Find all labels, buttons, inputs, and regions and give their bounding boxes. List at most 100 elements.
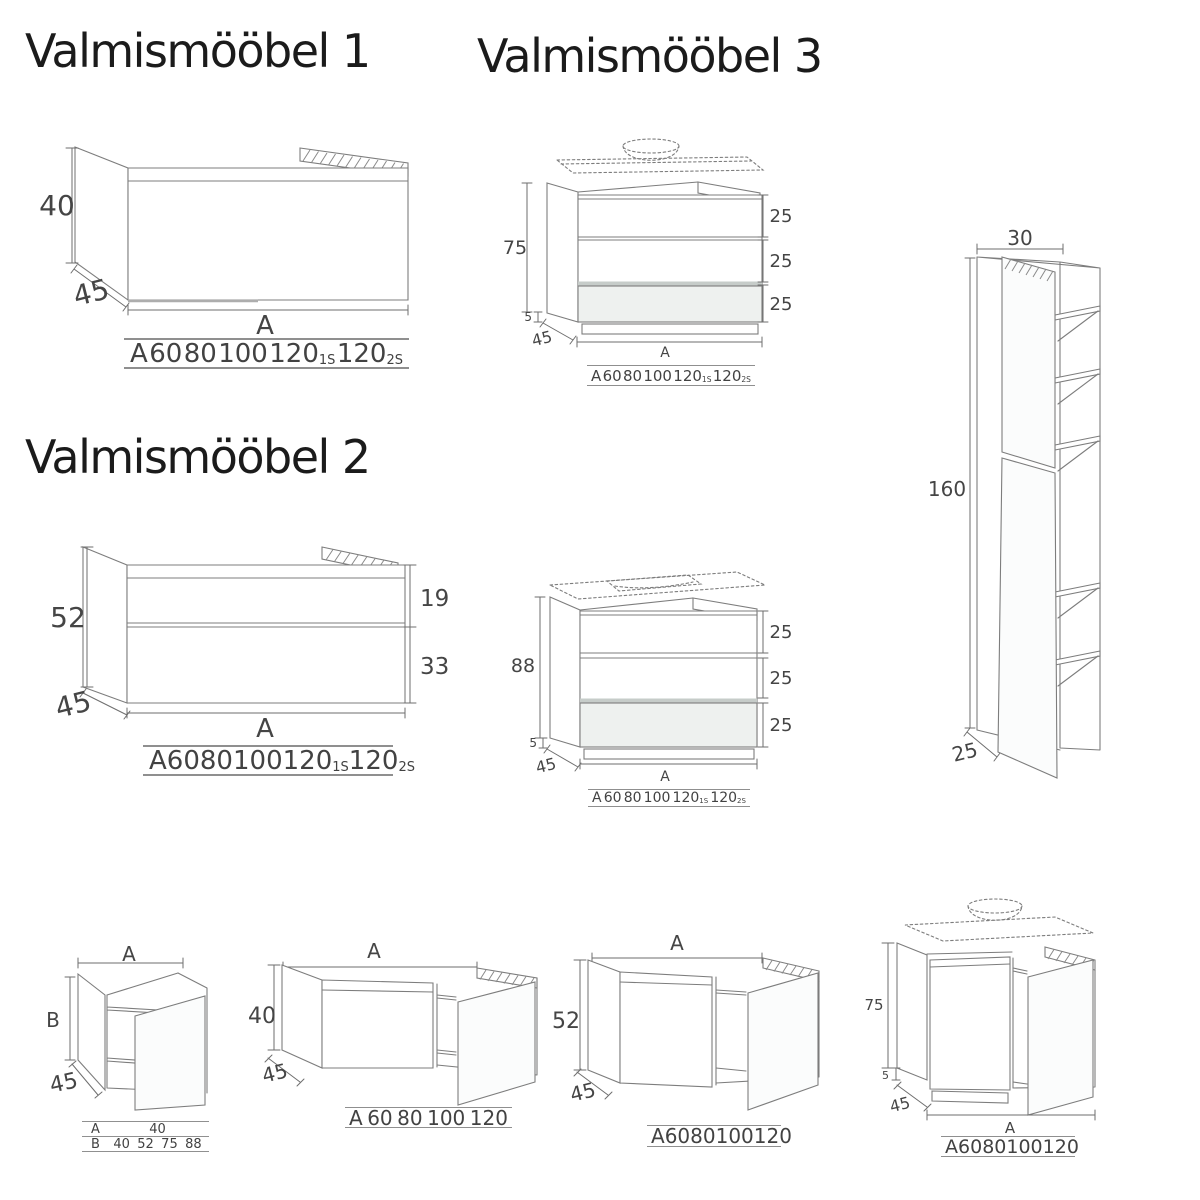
cabinet-outline xyxy=(77,972,208,1111)
table-header: A xyxy=(651,1124,665,1148)
door-open xyxy=(1027,959,1094,1116)
table-value: 40 xyxy=(113,1136,130,1152)
cabinet-outline xyxy=(74,146,409,303)
door-open xyxy=(747,972,819,1111)
table-value: 1202S xyxy=(348,745,415,776)
dim-height-label: 52 xyxy=(50,601,86,634)
table-value: 80 xyxy=(622,366,643,385)
table-value: 80 xyxy=(690,1124,716,1148)
dim-plinth-label: 5 xyxy=(529,736,537,750)
dimension-lines xyxy=(65,147,409,316)
size-table-b4: A 60 80 100 120 xyxy=(941,1135,1079,1158)
dimension-lines xyxy=(534,596,769,772)
dim-height-label: 88 xyxy=(511,655,535,677)
door-lower xyxy=(997,457,1058,779)
dim-depth-label: 45 xyxy=(48,1068,81,1098)
dim-depth-label: 45 xyxy=(530,327,554,350)
basin-bowl-icon xyxy=(967,898,1023,914)
drawing-b3-two-door-cabinet-52: A 52 45 xyxy=(552,931,820,1111)
drawing-vm1-wall-cabinet: 40 45 A xyxy=(39,146,409,341)
drawing-vm2-wall-cabinet: 52 45 A 19 33 xyxy=(50,546,449,744)
table-value-subscript: 1S xyxy=(699,797,709,806)
table-value-subscript: 2S xyxy=(398,759,415,775)
table-value: 120 xyxy=(1042,1135,1079,1158)
dim-height-label: 40 xyxy=(39,189,75,222)
table-value-subscript: 2S xyxy=(741,374,751,384)
table-value: 1202S xyxy=(336,338,403,369)
table-value: 1201S xyxy=(282,745,349,776)
table-header: A xyxy=(592,790,602,806)
table-value: 60 xyxy=(602,366,622,385)
row-header: B xyxy=(91,1136,100,1152)
table-value: 60 xyxy=(149,338,183,369)
size-table-vm1: A 60 80 100 1201S 1202S xyxy=(124,338,409,369)
table-value-subscript: 1S xyxy=(701,374,712,384)
table-header: A xyxy=(130,338,148,369)
sink-inset-icon xyxy=(605,574,703,592)
cabinet-outline xyxy=(546,181,763,335)
table-header: A xyxy=(591,366,602,385)
table-value: 1202S xyxy=(712,366,751,385)
table-value: 120 xyxy=(753,1124,792,1148)
dim-depth-label: 25 xyxy=(950,737,981,766)
dim-drawer-label: 25 xyxy=(770,294,793,315)
dim-plinth-label: 5 xyxy=(524,310,532,324)
drawing-b2-two-door-cabinet-40: A 40 45 xyxy=(248,939,538,1106)
page-title-valmismoobel-1: Valmismööbel 1 xyxy=(25,24,371,78)
table-value: 52 xyxy=(137,1136,154,1152)
table-value: 100 xyxy=(427,1105,466,1130)
door-open xyxy=(457,981,536,1106)
door-open xyxy=(134,995,206,1111)
dim-height-label: 52 xyxy=(552,1009,580,1034)
plinth xyxy=(931,1090,1009,1104)
dim-drawer-label: 33 xyxy=(420,654,449,680)
row-header: A xyxy=(91,1121,100,1137)
table-value: 60 xyxy=(603,790,622,806)
table-value: 80 xyxy=(183,338,217,369)
countertop-and-sink xyxy=(547,571,768,600)
table-header: A xyxy=(149,745,167,776)
dim-height-label: 160 xyxy=(928,477,966,501)
table-header: A xyxy=(945,1135,958,1158)
dim-depth-label: 45 xyxy=(260,1058,291,1087)
dimension-lines xyxy=(881,942,1096,1121)
table-value: 100 xyxy=(715,1124,754,1148)
table-value: 100 xyxy=(1006,1135,1043,1158)
row-values: 40 52 75 88 xyxy=(106,1137,209,1152)
dim-width-label: A xyxy=(660,769,670,785)
dimension-lines xyxy=(64,957,184,1099)
table-value: 88 xyxy=(185,1136,202,1152)
table-value: 80 xyxy=(397,1105,423,1130)
dimension-lines xyxy=(79,546,417,720)
table-value: 80 xyxy=(982,1135,1007,1158)
cabinet-outline xyxy=(896,942,1096,1116)
table-value: 80 xyxy=(623,790,642,806)
dim-width-label: 30 xyxy=(1007,226,1032,250)
table-value: 60 xyxy=(958,1135,983,1158)
dim-drawer-label: 25 xyxy=(770,622,793,643)
cabinet-outline xyxy=(82,546,406,704)
table-value: 40 xyxy=(149,1121,166,1137)
drawing-vm3b-vanity-88: 88 5 45 A 25 25 25 xyxy=(511,571,793,785)
table-value: 120 xyxy=(469,1105,508,1130)
dimension-lines xyxy=(963,243,1064,762)
table-value-subscript: 2S xyxy=(386,352,403,368)
dim-height-label: 75 xyxy=(503,237,527,259)
table-header: A xyxy=(349,1105,363,1130)
table-value: 100 xyxy=(643,790,671,806)
dim-width-label: A xyxy=(122,942,136,966)
size-table-b1: A 40 B 40 52 75 88 xyxy=(82,1121,209,1152)
table-value: 1201S xyxy=(672,790,709,806)
size-table-vm2: A 60 80 100 1201S 1202S xyxy=(143,745,415,776)
size-table-vm3b: A 60 80 100 1201S 1202S xyxy=(588,789,750,807)
table-value: 1202S xyxy=(710,790,746,806)
countertop-and-basin xyxy=(555,138,765,174)
size-table-vm3a: A 60 80 100 1201S 1202S xyxy=(587,365,755,386)
dim-drawer-label: 19 xyxy=(420,586,449,612)
dim-width-label: A xyxy=(256,311,274,341)
dim-height-label: B xyxy=(46,1008,60,1032)
table-value: 60 xyxy=(664,1124,691,1148)
dim-width-label: A xyxy=(660,345,670,361)
dim-drawer-label: 25 xyxy=(770,206,793,227)
